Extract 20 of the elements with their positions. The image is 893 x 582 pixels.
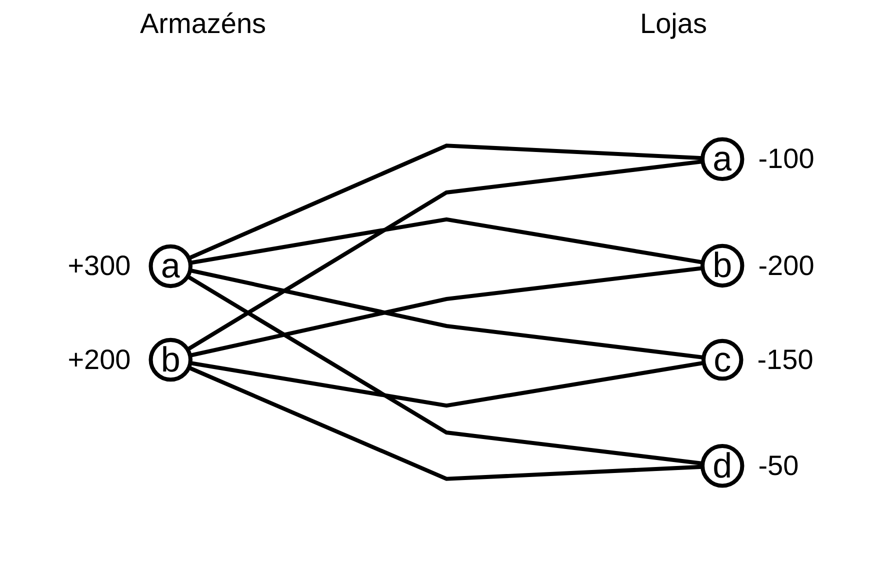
quantity-label: +300 (68, 250, 131, 282)
connector (188, 144, 703, 260)
node-circle: a (148, 244, 192, 288)
node-circle: d (700, 444, 744, 488)
connector (188, 366, 703, 481)
quantity-label: -200 (758, 250, 814, 282)
connector (190, 217, 704, 265)
node-circle: b (700, 244, 744, 288)
node-circle: a (700, 137, 744, 181)
node-circle: b (148, 338, 192, 382)
quantity-label: -150 (757, 344, 814, 376)
column-heading: Lojas (640, 8, 707, 40)
quantity-label: -50 (758, 450, 799, 482)
connector (190, 360, 704, 408)
quantity-label: -100 (758, 143, 814, 176)
connector (186, 274, 703, 466)
connector (186, 159, 703, 352)
node-circle: c (701, 338, 744, 381)
column-heading: Armazéns (140, 8, 266, 40)
quantity-label: +200 (68, 344, 131, 376)
